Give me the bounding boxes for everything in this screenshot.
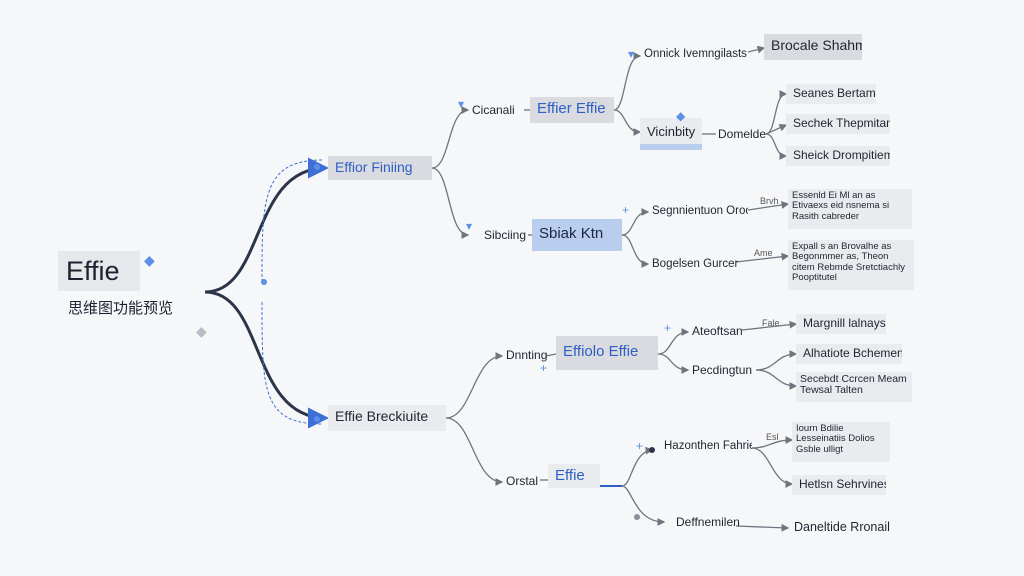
topic-node[interactable]: Hazonthen Fahrie bbox=[664, 440, 752, 452]
sparkle-icon: ▾ bbox=[458, 97, 465, 111]
sparkle-icon: ▾ bbox=[466, 219, 473, 233]
tag-label: Ame bbox=[754, 248, 773, 258]
tag-label: Fale bbox=[762, 318, 780, 328]
branch-node-top[interactable]: Effior Finiing bbox=[328, 156, 432, 180]
leaf-note[interactable]: Secebdt Ccrcen Meam Tewsal Talten bbox=[796, 372, 912, 402]
trunk-link-top bbox=[204, 157, 329, 294]
leaf-note[interactable]: Iourn Bdilie Lesseinatiis Dolios Gsble u… bbox=[792, 422, 890, 462]
leaf-node[interactable]: Sheick Drompitiem bbox=[786, 146, 890, 166]
sparkle-icon: + bbox=[636, 439, 644, 453]
leaf-note[interactable]: Essenld Ei Ml an as Etivaexs eid nsnema … bbox=[788, 189, 912, 229]
subbranch-node[interactable]: Sbiak Ktn bbox=[532, 219, 622, 251]
topic-node[interactable]: Ateoftsan bbox=[692, 324, 743, 338]
topic-node[interactable]: Vicinbity bbox=[640, 118, 702, 150]
leaf-node[interactable]: Alhatiote Bchemen bbox=[796, 344, 902, 364]
leaf-node[interactable]: Hetlsn Sehrvines bbox=[792, 475, 886, 495]
root-node-title[interactable]: Effie bbox=[58, 251, 140, 291]
tag-label: Brvh bbox=[760, 196, 779, 206]
leaf-node[interactable]: Margnill lalnays bbox=[796, 314, 886, 334]
leaf-node[interactable]: Daneltide Rronail bbox=[794, 520, 890, 534]
trunk-link-bottom bbox=[204, 290, 329, 429]
tag-label: Esl bbox=[766, 432, 779, 442]
subbranch-node[interactable]: Effie bbox=[548, 464, 600, 488]
subbranch-node[interactable]: Effier Effie bbox=[530, 97, 614, 123]
sparkle-icon: ▾ bbox=[628, 47, 635, 61]
leaf-node[interactable]: Brocale Shahm bbox=[764, 34, 862, 60]
topic-node[interactable]: Bogelsen Gurcen bbox=[652, 258, 738, 270]
sparkle-icon: + bbox=[664, 321, 672, 335]
leaf-node[interactable]: Seanes Bertam bbox=[786, 84, 876, 104]
subbranch-node[interactable]: Effiolo Effie bbox=[556, 336, 658, 370]
root-node-subtitle: 思维图功能预览 bbox=[68, 300, 174, 317]
small-label: Dnnting bbox=[506, 348, 548, 362]
topic-node[interactable]: Onnick Ivemngilasts bbox=[644, 48, 747, 60]
small-label: Sibciing bbox=[484, 228, 527, 242]
branch-node-bottom[interactable]: Effie Breckiuite bbox=[328, 405, 446, 431]
leaf-node[interactable]: Sechek Thepmitan bbox=[786, 114, 890, 134]
topic-node[interactable]: Segnnientuon Orociti bbox=[652, 205, 748, 217]
topic-node[interactable]: Deffnemilen bbox=[676, 515, 740, 529]
small-label: Orstal bbox=[506, 474, 539, 488]
small-label: Cicanali bbox=[472, 103, 515, 117]
trunk-dashed-top bbox=[261, 159, 323, 283]
sparkle-icon: ◆ bbox=[676, 109, 686, 123]
sparkle-icon: ◆ bbox=[144, 252, 155, 268]
sparkle-icon: + bbox=[540, 361, 548, 375]
topic-node[interactable]: Pecdingtun bbox=[692, 363, 753, 377]
sparkle-icon: ◆ bbox=[196, 323, 207, 339]
leaf-note[interactable]: Expall s an Brovalhe as Begonmmer as, Th… bbox=[788, 240, 914, 290]
topic-node[interactable]: Domelde bbox=[718, 127, 767, 141]
sparkle-icon: + bbox=[622, 203, 630, 217]
